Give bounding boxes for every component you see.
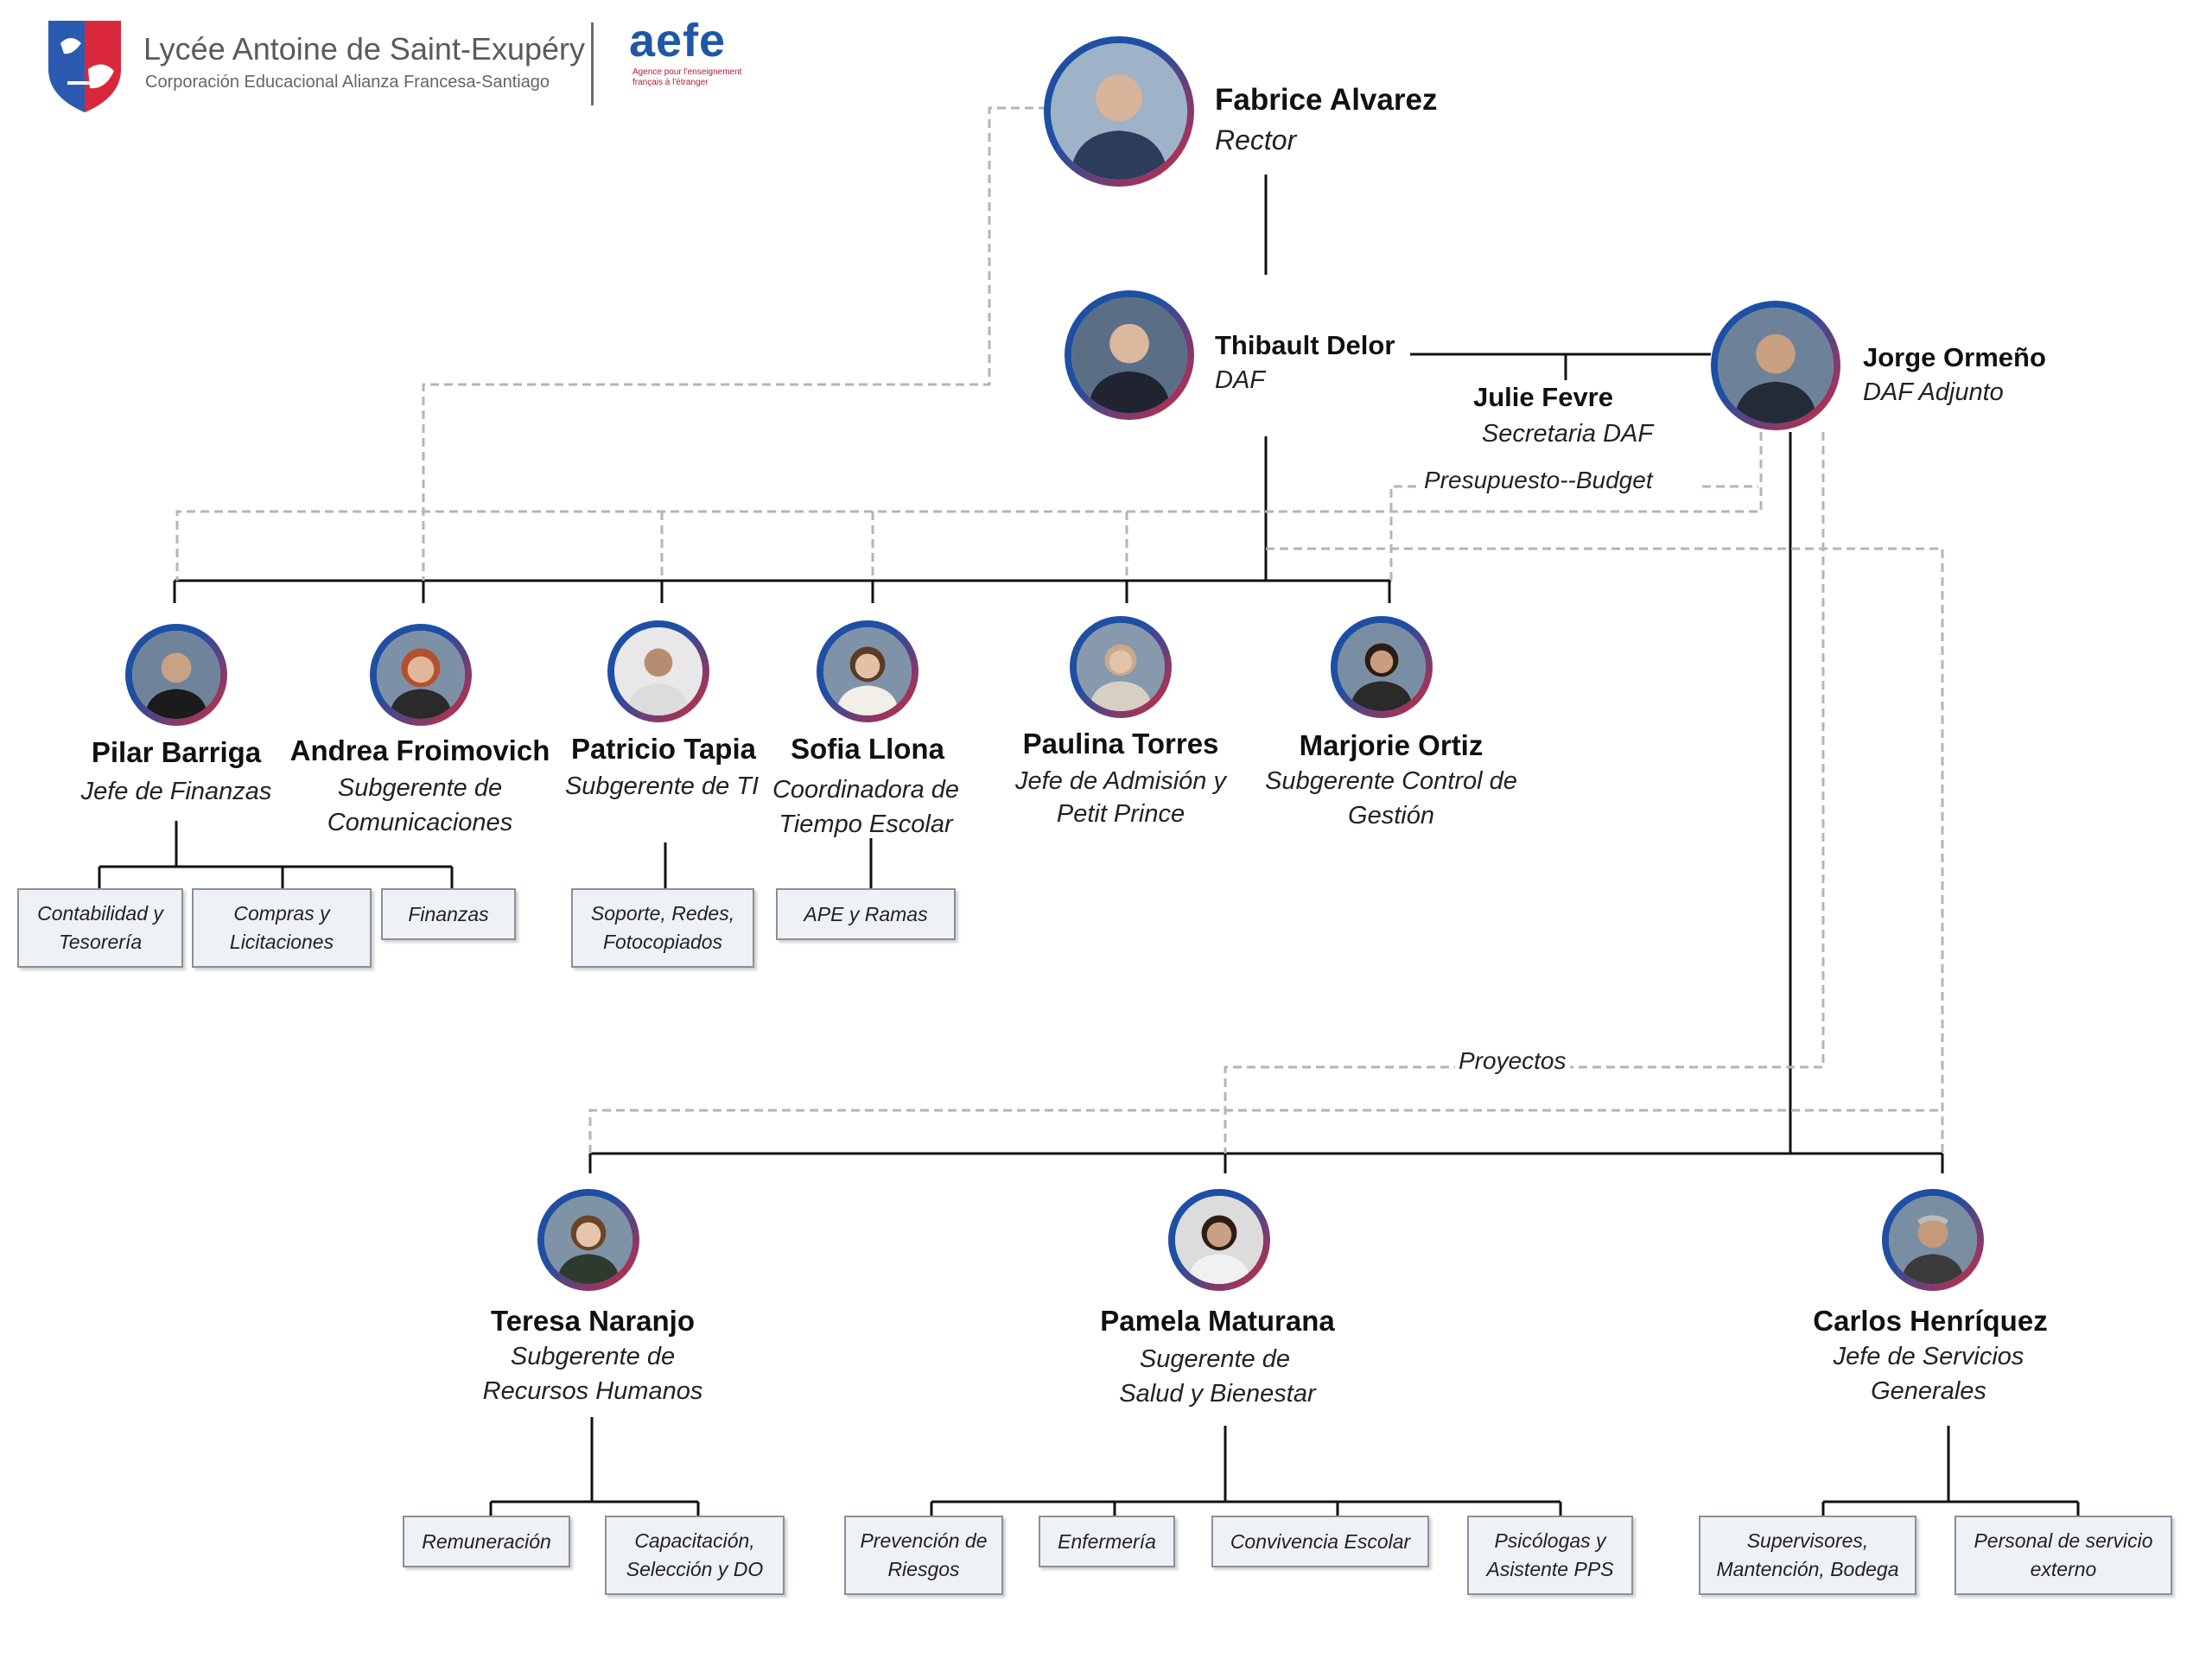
person-photo-icon xyxy=(1071,297,1187,413)
daf-adjunto-role: DAF Adjunto xyxy=(1863,378,2004,406)
school-name: Lycée Antoine de Saint-Exupéry xyxy=(143,31,585,67)
sofia-role-line1: Coordinadora de xyxy=(772,776,960,804)
paulina-role-line1: Jefe de Admisión y xyxy=(1015,767,1226,795)
aefe-logo: aefe xyxy=(629,15,727,67)
daf-adjunto-name: Jorge Ormeño xyxy=(1863,342,2046,372)
avatar-andrea xyxy=(370,624,472,726)
avatar-sofia xyxy=(817,620,918,722)
pamela-role-line1: Sugerente de xyxy=(1139,1345,1291,1373)
marjorie-role-line1: Subgerente Control de xyxy=(1265,767,1517,795)
person-photo-icon xyxy=(614,627,702,715)
rector-role: Rector xyxy=(1215,124,1297,156)
person-photo-icon xyxy=(823,627,912,715)
marjorie-name: Marjorie Ortiz xyxy=(1299,729,1484,761)
avatar-daf xyxy=(1065,290,1194,420)
carlos-role-line2: Generales xyxy=(1871,1377,1986,1405)
secretaria-role: Secretaria DAF xyxy=(1481,420,1654,448)
secretaria-name: Julie Fevre xyxy=(1473,382,1613,412)
person-photo-icon xyxy=(1338,623,1426,711)
pamela-role-line2: Salud y Bienestar xyxy=(1119,1380,1316,1408)
unit-finanzas: Finanzas xyxy=(381,888,516,940)
andrea-role-line2: Comunicaciones xyxy=(327,809,513,836)
avatar-teresa xyxy=(537,1189,639,1291)
school-shield-icon xyxy=(48,21,121,112)
andrea-role-line1: Subgerente de xyxy=(337,774,503,802)
logo-divider xyxy=(591,22,594,105)
andrea-name: Andrea Froimovich xyxy=(289,734,550,766)
avatar-pilar xyxy=(125,624,227,726)
avatar-pamela xyxy=(1168,1189,1270,1291)
school-subtitle: Corporación Educacional Alianza Francesa… xyxy=(145,73,550,92)
person-photo-icon xyxy=(1077,623,1165,711)
unit-capacitacion: Capacitación,Selección y DO xyxy=(605,1516,785,1595)
avatar-rector xyxy=(1044,36,1194,187)
person-photo-icon xyxy=(1718,308,1834,423)
pilar-name: Pilar Barriga xyxy=(91,736,262,768)
budget-label: Presupuesto--Budget xyxy=(1421,467,1656,494)
carlos-name: Carlos Henríquez xyxy=(1813,1305,2048,1337)
solid-connectors xyxy=(98,175,2080,1522)
person-photo-icon xyxy=(132,631,220,719)
carlos-role-line1: Jefe de Servicios xyxy=(1833,1343,2024,1370)
avatar-daf-adjunto xyxy=(1711,301,1840,430)
sofia-name: Sofia Llona xyxy=(791,733,944,765)
rector-name: Fabrice Alvarez xyxy=(1215,83,1438,117)
unit-remuneracion: Remuneración xyxy=(403,1516,570,1567)
person-photo-icon xyxy=(1051,43,1187,180)
paulina-role-line2: Petit Prince xyxy=(1056,800,1185,828)
sofia-role-line2: Tiempo Escolar xyxy=(779,810,953,838)
marjorie-role-line2: Gestión xyxy=(1348,802,1434,830)
unit-supervisores: Supervisores,Mantención, Bodega xyxy=(1699,1516,1916,1595)
person-photo-icon xyxy=(1889,1196,1977,1284)
pamela-name: Pamela Maturana xyxy=(1100,1305,1335,1337)
teresa-name: Teresa Naranjo xyxy=(491,1305,695,1337)
aefe-tagline: Agence pour l'enseignement français à l'… xyxy=(632,67,742,87)
projects-label: Proyectos xyxy=(1455,1047,1570,1075)
pilar-role: Jefe de Finanzas xyxy=(80,778,272,805)
unit-enfermeria: Enfermería xyxy=(1039,1516,1175,1567)
daf-role: DAF xyxy=(1215,366,1265,394)
patricio-role: Subgerente de TI xyxy=(564,772,760,800)
teresa-role-line2: Recursos Humanos xyxy=(482,1377,703,1405)
avatar-patricio xyxy=(607,620,709,722)
teresa-role-line1: Subgerente de xyxy=(510,1343,676,1370)
daf-name: Thibault Delor xyxy=(1215,330,1395,360)
avatar-paulina xyxy=(1070,616,1172,718)
unit-soporte-redes: Soporte, Redes,Fotocopiados xyxy=(571,888,754,968)
person-photo-icon xyxy=(377,631,465,719)
unit-ape-ramas: APE y Ramas xyxy=(776,888,956,940)
unit-convivencia-escolar: Convivencia Escolar xyxy=(1211,1516,1429,1567)
patricio-name: Patricio Tapia xyxy=(571,733,756,765)
person-photo-icon xyxy=(1175,1196,1263,1284)
person-photo-icon xyxy=(544,1196,632,1284)
avatar-carlos xyxy=(1882,1189,1984,1291)
avatar-marjorie xyxy=(1331,616,1433,718)
paulina-name: Paulina Torres xyxy=(1022,728,1219,760)
